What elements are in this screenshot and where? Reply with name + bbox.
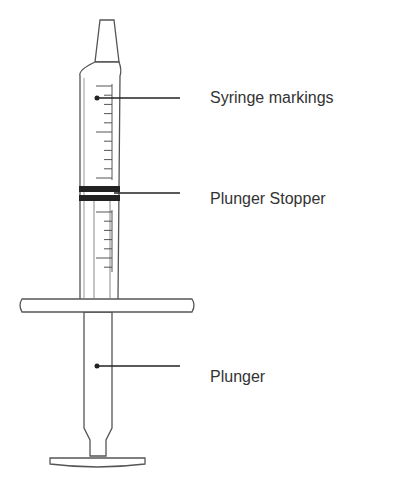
- syringe-nozzle: [95, 20, 119, 62]
- part-label: Plunger Stopper: [210, 189, 326, 208]
- tick-mark: [104, 248, 112, 249]
- leader-line: [114, 192, 180, 194]
- tick-mark: [104, 95, 112, 96]
- leader-lines: [97, 98, 180, 366]
- plunger-base: [50, 458, 145, 467]
- plunger-inner-rod: [94, 201, 95, 298]
- tick-mark: [104, 267, 112, 268]
- tick-mark: [104, 141, 112, 142]
- syringe-tick-marks: [96, 84, 112, 272]
- tick-mark: [96, 212, 112, 213]
- tick-mark: [96, 258, 112, 259]
- leader-dot: [95, 364, 100, 369]
- tick-scale-line: [112, 210, 113, 272]
- finger-flange: [20, 299, 194, 312]
- tick-mark: [104, 104, 112, 105]
- tick-mark: [96, 132, 112, 133]
- leader-line: [97, 97, 180, 99]
- plunger-stopper: [79, 195, 120, 201]
- plunger-inner-rod: [110, 201, 111, 298]
- tick-mark: [104, 239, 112, 240]
- plunger-stopper: [79, 186, 120, 192]
- tick-mark: [104, 221, 112, 222]
- plunger-rod: [84, 312, 112, 456]
- tick-mark: [104, 230, 112, 231]
- tick-mark: [96, 178, 112, 179]
- part-label: Syringe markings: [210, 88, 334, 107]
- part-label: Plunger: [210, 367, 265, 386]
- tick-mark: [104, 168, 112, 169]
- tick-mark: [104, 150, 112, 151]
- syringe-body: [20, 20, 194, 467]
- tick-mark: [104, 159, 112, 160]
- leader-line: [97, 365, 180, 367]
- tick-mark: [104, 113, 112, 114]
- tick-mark: [104, 122, 112, 123]
- tick-mark: [96, 86, 112, 87]
- leader-dot: [95, 96, 100, 101]
